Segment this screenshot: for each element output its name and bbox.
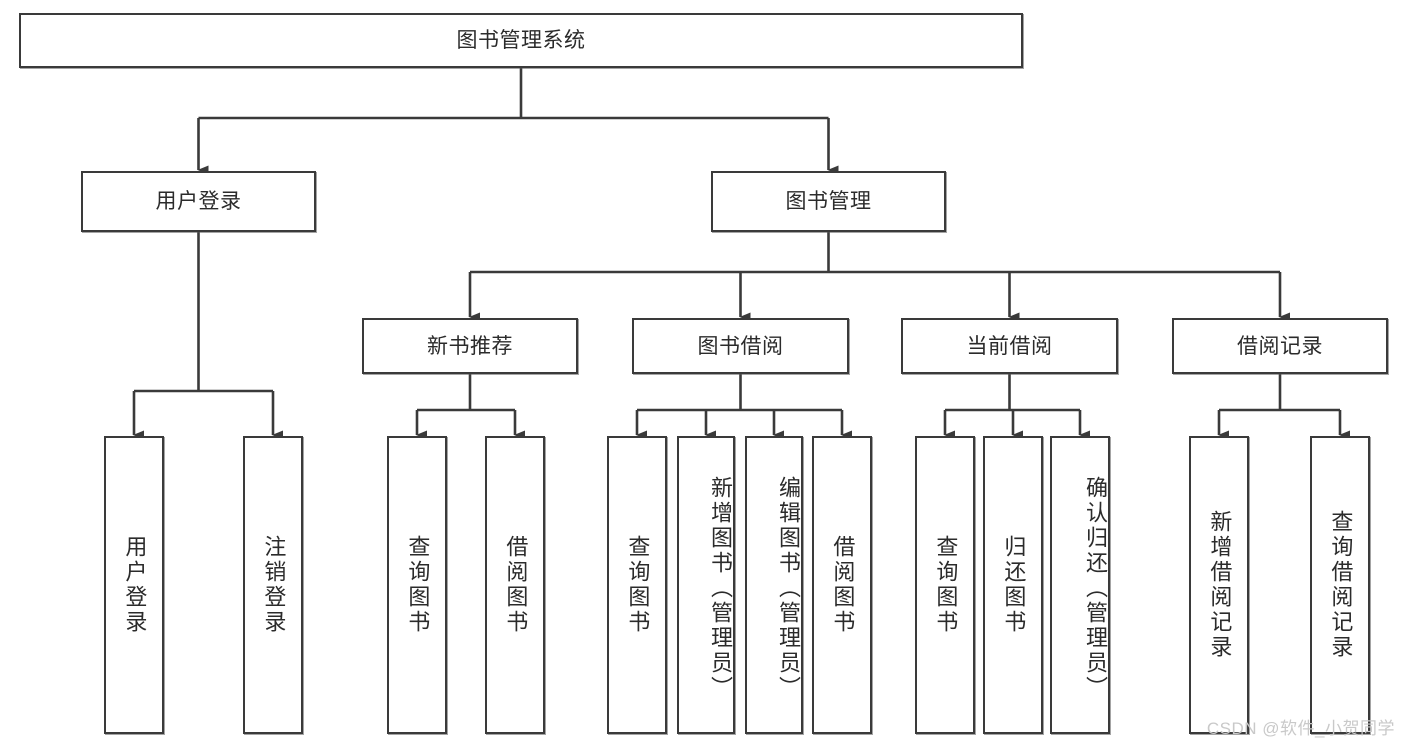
node-label: 编辑图书（管理员）: [776, 475, 801, 701]
node-label: 注销登录: [261, 535, 287, 635]
node-leaf-查询图书[interactable]: 查询图书: [387, 436, 447, 734]
node-leaf-注销登录[interactable]: 注销登录: [243, 436, 303, 734]
node-label: 用户登录: [155, 190, 242, 213]
node-label: 借阅图书: [503, 535, 529, 635]
node-label: 查询图书: [933, 535, 959, 635]
node-leaf-确认归还管理员[interactable]: 确认归还（管理员）: [1050, 436, 1110, 734]
node-leaf-用户登录[interactable]: 用户登录: [104, 436, 164, 734]
node-level2-用户登录[interactable]: 用户登录: [81, 171, 316, 232]
node-leaf-查询图书[interactable]: 查询图书: [915, 436, 975, 734]
node-leaf-查询借阅记录[interactable]: 查询借阅记录: [1310, 436, 1370, 734]
node-leaf-新增图书管理员[interactable]: 新增图书（管理员）: [677, 436, 735, 734]
node-leaf-借阅图书[interactable]: 借阅图书: [485, 436, 545, 734]
node-label: 用户登录: [122, 535, 148, 635]
node-level3-图书借阅[interactable]: 图书借阅: [632, 318, 849, 374]
node-label: 新增图书（管理员）: [708, 475, 733, 701]
node-leaf-借阅图书[interactable]: 借阅图书: [812, 436, 872, 734]
node-label: 借阅记录: [1237, 334, 1323, 358]
node-label: 借阅图书: [830, 535, 856, 635]
node-label: 图书管理: [785, 190, 872, 213]
node-label: 当前借阅: [966, 334, 1053, 358]
node-label: 图书借阅: [697, 334, 784, 358]
node-label: 图书管理系统: [456, 29, 586, 52]
node-label: 查询图书: [625, 535, 651, 635]
node-label: 查询图书: [405, 535, 431, 635]
node-leaf-编辑图书管理员[interactable]: 编辑图书（管理员）: [745, 436, 803, 734]
node-root-图书管理系统[interactable]: 图书管理系统: [19, 13, 1023, 68]
node-label: 新增借阅记录: [1207, 510, 1233, 660]
node-leaf-新增借阅记录[interactable]: 新增借阅记录: [1189, 436, 1249, 734]
node-label: 查询借阅记录: [1328, 510, 1354, 660]
node-level3-新书推荐[interactable]: 新书推荐: [362, 318, 578, 374]
node-level2-图书管理[interactable]: 图书管理: [711, 171, 946, 232]
node-leaf-查询图书[interactable]: 查询图书: [607, 436, 667, 734]
node-level3-借阅记录[interactable]: 借阅记录: [1172, 318, 1388, 374]
connector-paths: [132, 68, 1350, 440]
node-label: 新书推荐: [427, 334, 513, 358]
node-leaf-归还图书[interactable]: 归还图书: [983, 436, 1043, 734]
watermark: CSDN @软件_小贺同学: [1206, 719, 1395, 738]
node-label: 确认归还（管理员）: [1083, 475, 1108, 701]
node-label: 归还图书: [1001, 535, 1027, 635]
node-level3-当前借阅[interactable]: 当前借阅: [901, 318, 1118, 374]
